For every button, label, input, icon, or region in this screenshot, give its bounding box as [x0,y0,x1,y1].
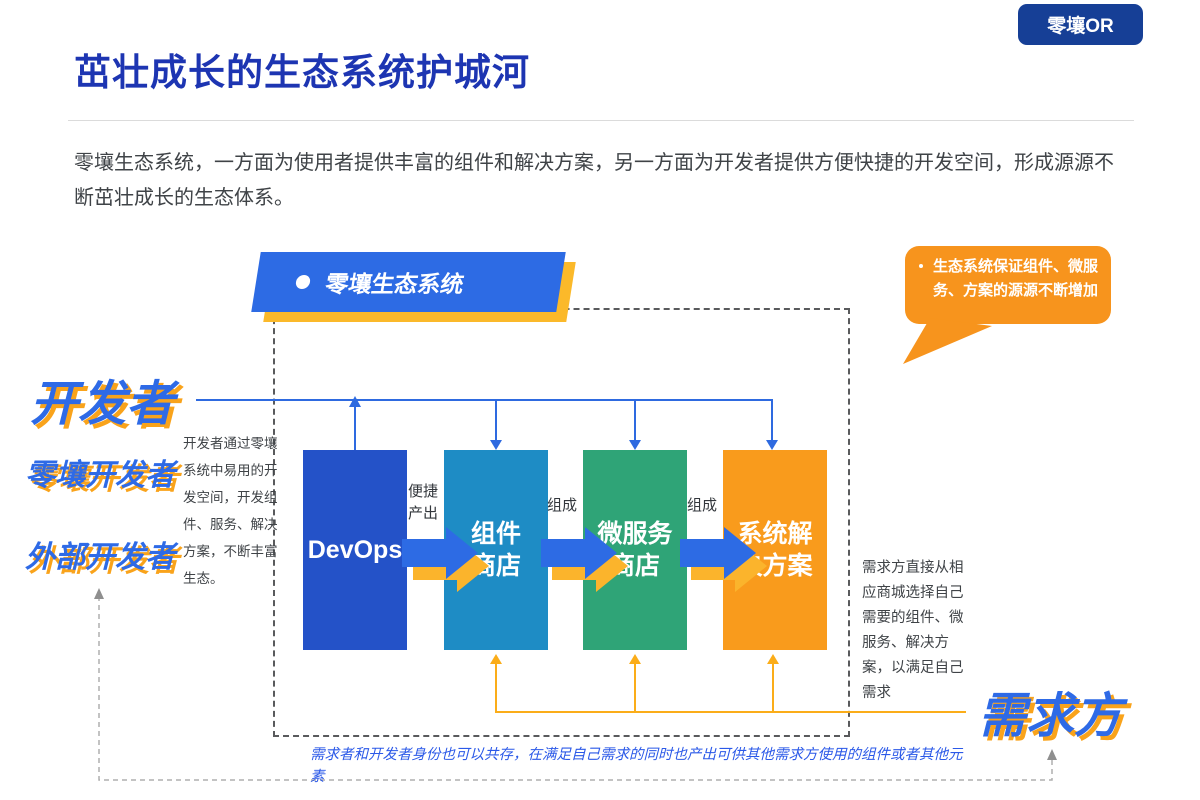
callout-tail-icon [903,318,992,364]
title-divider [68,120,1134,121]
demand-side-label: 需求方 [978,690,1123,743]
bullet-dot-icon [294,275,312,289]
bullet-icon [919,264,923,268]
component-store-box: 组件 商店 [444,450,548,650]
developers-label: 开发者 [30,378,175,431]
arrow-up-icon [1047,749,1057,760]
brand-badge: 零壤OR [1018,4,1143,45]
brand-badge-label: 零壤OR [1047,16,1114,37]
callout-bubble: 生态系统保证组件、微服务、方案的源源不断增加 [905,246,1111,324]
arrow-label-compose-1: 组成 [547,497,578,514]
solution-box: 系统解 决方案 [723,450,827,650]
ecosystem-banner-label: 零壤生态系统 [323,271,466,297]
external-developers-label: 外部开发者 [25,541,175,574]
demand-description: 需求方直接从相应商城选择自己需要的组件、微服务、解决方案，以满足自己需求 [862,560,964,701]
page-title: 茁壮成长的生态系统护城河 [74,52,530,93]
callout-text: 生态系统保证组件、微服务、方案的源源不断增加 [933,258,1099,299]
coexist-footnote: 需求者和开发者身份也可以共存，在满足自己需求的同时也产出可供其他需求方使用的组件… [310,747,963,786]
arrow-label-produce: 便捷产出 [408,483,439,522]
microservice-store-box: 微服务 商店 [583,450,687,650]
internal-developers-label: 零壤开发者 [25,459,175,492]
arrow-label-compose-2: 组成 [687,497,718,514]
devops-box: DevOps [303,450,407,650]
intro-paragraph: 零壤生态系统，一方面为使用者提供丰富的组件和解决方案，另一方面为开发者提供方便快… [74,152,1114,209]
developers-description: 开发者通过零壤系统中易用的开发空间，开发组件、服务、解决方案，不断丰富生态。 [183,436,278,586]
arrow-up-icon [94,588,104,599]
ecosystem-banner: 零壤生态系统 [251,252,566,312]
